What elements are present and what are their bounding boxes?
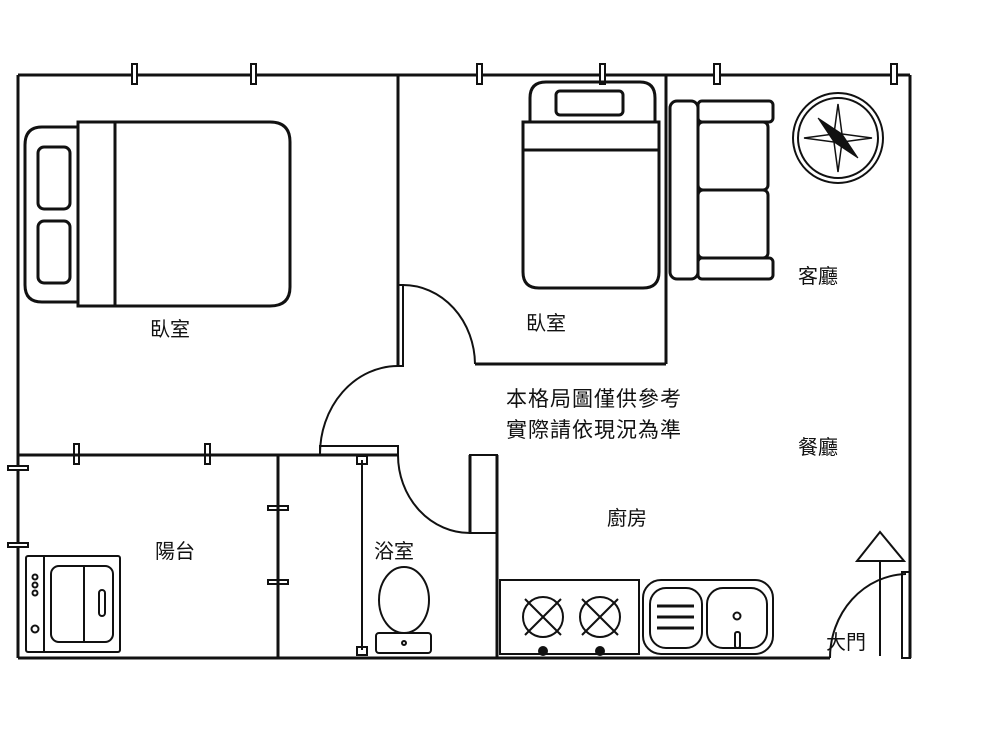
- compass-icon: [792, 92, 884, 184]
- room-label-balcony: 陽台: [155, 539, 195, 563]
- stove: [499, 579, 640, 656]
- washing-machine: [25, 555, 121, 653]
- disclaimer-line-1: 本格局圖僅供參考: [506, 387, 682, 411]
- double-bed: [23, 120, 292, 308]
- sofa: [668, 99, 775, 281]
- room-label-bedroom-left: 臥室: [150, 317, 190, 341]
- toilet: [375, 566, 432, 654]
- outer-walls: [16, 73, 912, 660]
- sink: [642, 579, 774, 655]
- room-label-kitchen: 廚房: [607, 506, 647, 530]
- windows: [7, 63, 898, 656]
- entrance-arrow-icon: [854, 530, 907, 656]
- room-label-bathroom: 浴室: [374, 539, 414, 563]
- doors: [318, 284, 907, 659]
- disclaimer: 本格局圖僅供參考 實際請依現況為準: [506, 384, 682, 446]
- room-label-dining-room: 餐廳: [798, 435, 838, 459]
- disclaimer-line-2: 實際請依現況為準: [506, 418, 682, 442]
- room-label-bedroom-right: 臥室: [526, 311, 566, 335]
- room-label-living-room: 客廳: [798, 264, 838, 288]
- single-bed: [521, 80, 661, 290]
- main-door-label: 大門: [826, 630, 866, 654]
